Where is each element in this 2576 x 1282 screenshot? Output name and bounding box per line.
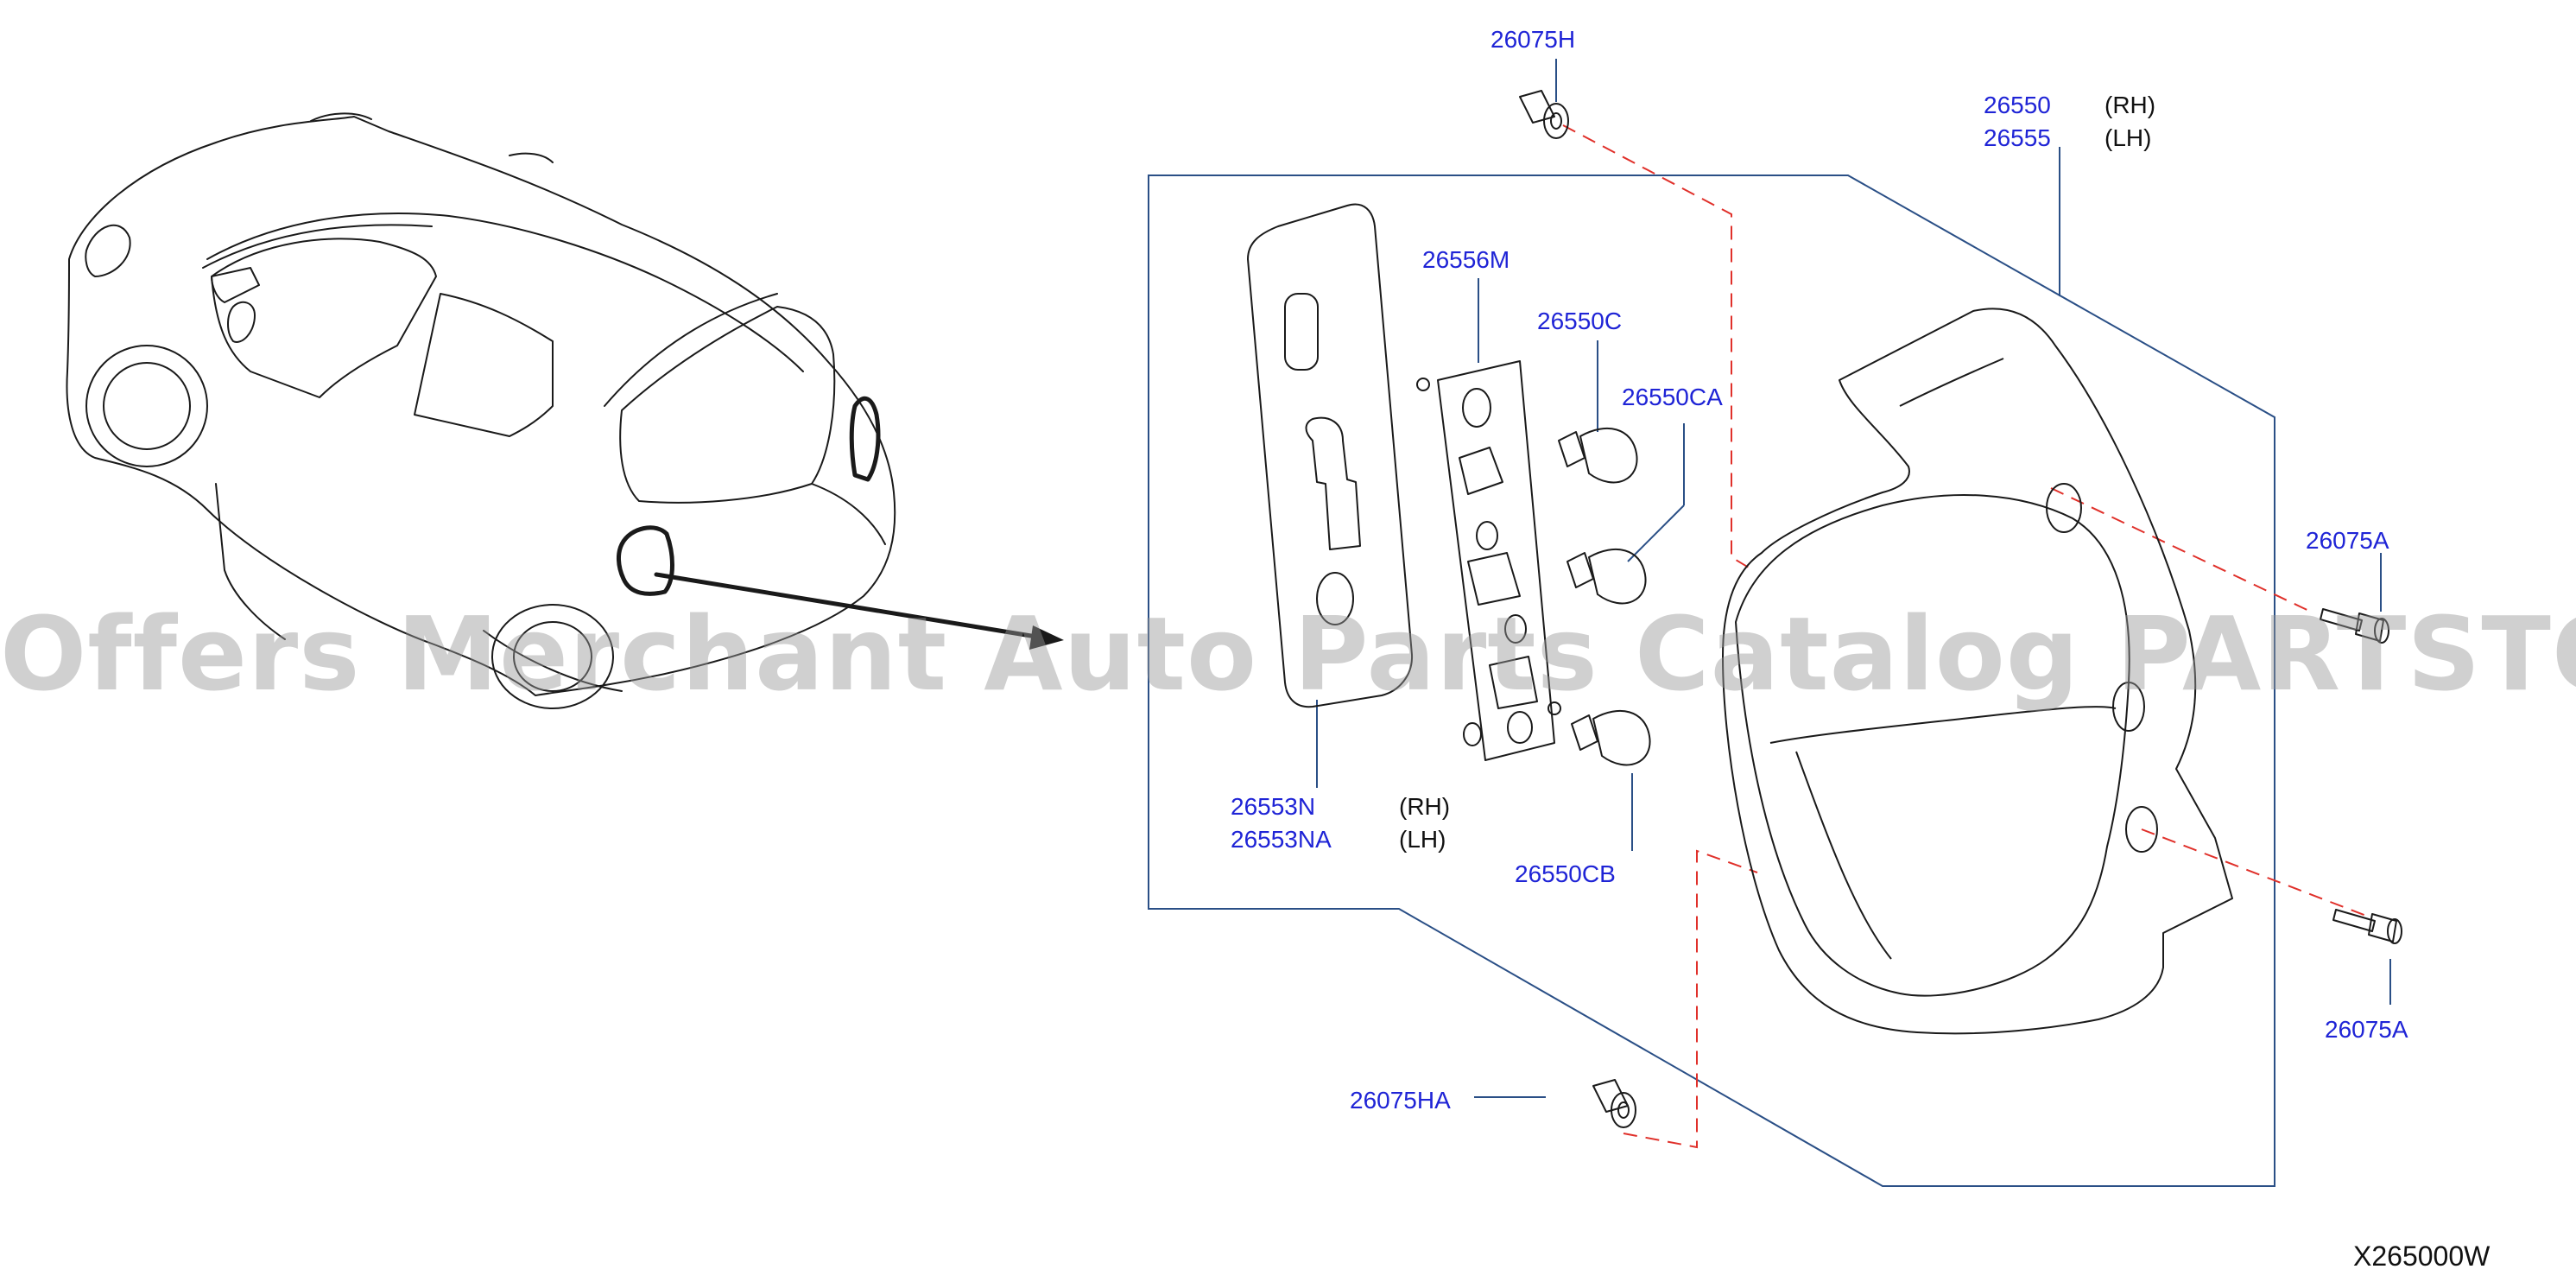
callout-arrowhead [1029,625,1064,650]
bulb-26550c [1558,428,1638,484]
screw-26075a-top [2320,608,2389,644]
lamp-highlight-side [617,525,674,596]
tail-lamp-assembly [1722,308,2233,1035]
part-label-26553na[interactable]: 26553NA [1231,826,1332,853]
bulb-26550ca [1566,549,1647,605]
vehicle-outline [66,112,896,709]
part-label-26553n[interactable]: 26553N [1231,793,1316,820]
side-label-rh-26550: (RH) [2104,92,2156,118]
part-label-26556m[interactable]: 26556M [1422,246,1510,273]
part-label-26550ca[interactable]: 26550CA [1622,384,1723,410]
side-label-lh-26555: (LH) [2104,124,2152,151]
socket-plate-part [1416,360,1561,761]
gasket-part [1247,203,1414,708]
watermark: Offers Merchant Auto Parts Catalog PARTS… [0,594,2576,714]
clip-26075ha [1592,1079,1636,1128]
diagram-code: X265000W [2353,1241,2491,1272]
part-label-26075ha[interactable]: 26075HA [1350,1087,1451,1114]
clip-26075h [1519,90,1569,139]
part-label-26555[interactable]: 26555 [1984,124,2051,151]
bulb-26550cb [1571,710,1651,766]
side-label-lh-26553na: (LH) [1399,826,1446,853]
leader-lines [1316,59,2391,1098]
part-label-26075a-top[interactable]: 26075A [2306,527,2389,554]
part-label-26075a-bottom[interactable]: 26075A [2325,1016,2408,1043]
part-label-26075h[interactable]: 26075H [1491,26,1576,53]
lamp-highlight-rear [849,396,881,482]
kit-boundary [1148,175,2275,1187]
callout-arrow-line [654,572,1039,639]
screw-26075a-bottom [2332,909,2402,944]
side-label-rh-26553n: (RH) [1399,793,1451,820]
part-label-26550c[interactable]: 26550C [1537,308,1623,334]
part-label-26550cb[interactable]: 26550CB [1515,860,1616,887]
part-label-26550[interactable]: 26550 [1984,92,2051,118]
dashed-guide-lines [1562,124,2367,1149]
